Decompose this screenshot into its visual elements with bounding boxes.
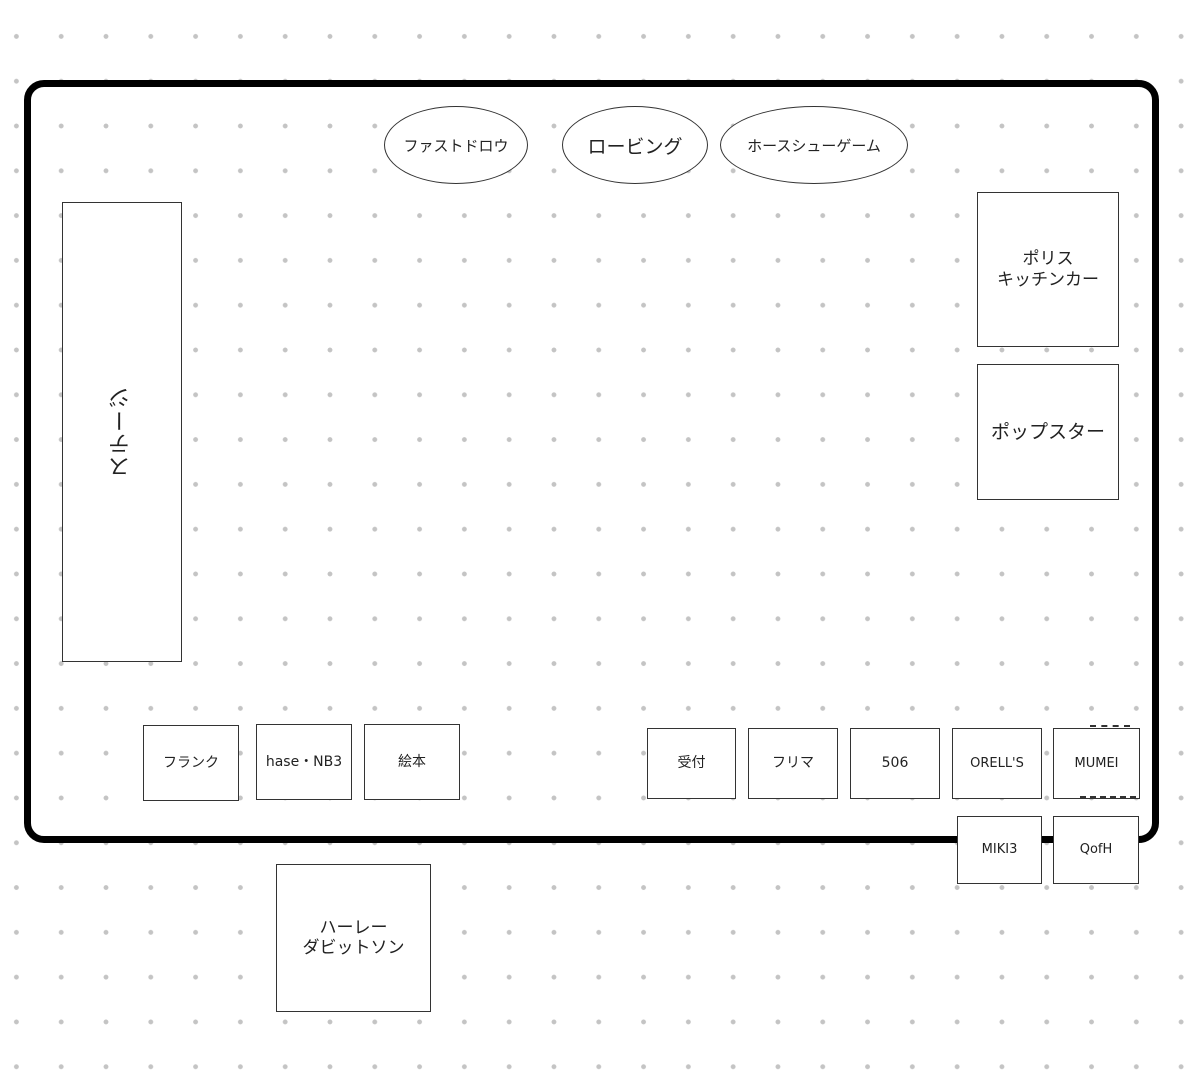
dashed-line-bottom bbox=[1080, 796, 1136, 798]
booth-mumei-label: MUMEI bbox=[1074, 755, 1119, 771]
booth-police-kitchen-car: ポリス キッチンカー bbox=[977, 192, 1119, 347]
booth-miki3: MIKI3 bbox=[957, 816, 1042, 884]
booth-harley-davidson: ハーレー ダビットソン bbox=[276, 864, 431, 1012]
booth-flea-market: フリマ bbox=[748, 728, 838, 799]
booth-reception: 受付 bbox=[647, 728, 736, 799]
booth-pop-star-label: ポップスター bbox=[990, 420, 1105, 443]
booth-hase-nb3: hase・NB3 bbox=[256, 724, 352, 800]
game-fast-draw: ファストドロウ bbox=[384, 106, 528, 184]
game-horseshoe-label: ホースシューゲーム bbox=[747, 136, 881, 155]
game-horseshoe: ホースシューゲーム bbox=[720, 106, 908, 184]
booth-qofh-label: QofH bbox=[1079, 842, 1113, 858]
stage: ステージ bbox=[62, 202, 182, 662]
booth-reception-label: 受付 bbox=[677, 755, 706, 772]
booth-miki3-label: MIKI3 bbox=[981, 842, 1018, 858]
venue-boundary bbox=[24, 80, 1159, 843]
booth-frank: フランク bbox=[143, 725, 239, 801]
booth-frank-label: フランク bbox=[163, 754, 219, 771]
booth-police-kitchen-car-label: ポリス キッチンカー bbox=[997, 249, 1099, 290]
booth-506: 506 bbox=[850, 728, 940, 799]
game-roping: ロービング bbox=[562, 106, 708, 184]
booth-harley-davidson-label: ハーレー ダビットソン bbox=[302, 917, 405, 958]
dashed-line-top bbox=[1090, 725, 1130, 727]
stage-label: ステージ bbox=[108, 386, 134, 478]
booth-hase-nb3-label: hase・NB3 bbox=[265, 753, 343, 770]
booth-qofh: QofH bbox=[1053, 816, 1139, 884]
game-roping-label: ロービング bbox=[587, 135, 683, 158]
booth-506-label: 506 bbox=[881, 755, 909, 772]
booth-flea-market-label: フリマ bbox=[772, 755, 814, 772]
booth-mumei: MUMEI bbox=[1053, 728, 1140, 799]
booth-pop-star: ポップスター bbox=[977, 364, 1119, 500]
booth-orells: ORELL'S bbox=[952, 728, 1042, 799]
game-fast-draw-label: ファストドロウ bbox=[403, 136, 509, 155]
booth-picture-book: 絵本 bbox=[364, 724, 460, 800]
booth-picture-book-label: 絵本 bbox=[398, 753, 426, 770]
booth-orells-label: ORELL'S bbox=[970, 755, 1024, 771]
